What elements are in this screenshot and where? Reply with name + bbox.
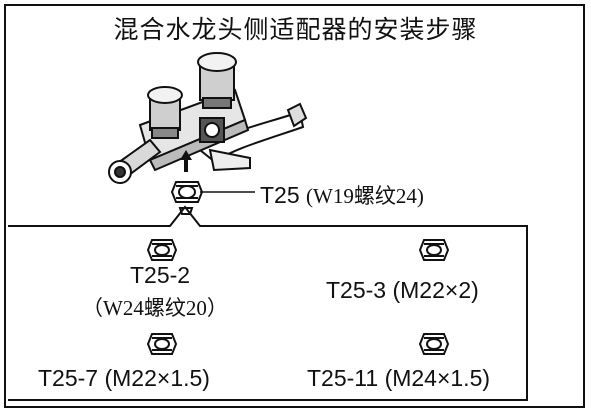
main-part-code: T25 xyxy=(260,182,300,208)
option-spec-t25-11: (M24×1.5) xyxy=(384,365,491,391)
option-spec-t25-2: （W24螺纹20） xyxy=(82,296,228,320)
option-code-t25-11: T25-11 xyxy=(307,365,379,391)
main-part-spec: (W19螺纹24) xyxy=(306,184,424,208)
diagram-title: 混合水龙头侧适配器的安装步骤 xyxy=(113,15,478,44)
faucet-right-handle xyxy=(197,52,237,109)
nut-icon-t25-2 xyxy=(146,239,178,261)
nut-icon-t25 xyxy=(170,181,204,215)
faucet-left-connector xyxy=(108,138,162,184)
main-part-label: T25 (W19螺纹24) xyxy=(260,180,424,210)
nut-icon-t25-3 xyxy=(418,239,450,261)
option-code-t25-7: T25-7 xyxy=(38,365,99,391)
option-label-t25-11: T25-11 (M24×1.5) xyxy=(307,365,490,392)
insert-arrow-icon xyxy=(180,150,192,172)
options-box xyxy=(8,205,528,401)
option-label-t25-7: T25-7 (M22×1.5) xyxy=(38,365,210,392)
option-code-t25-3: T25-3 xyxy=(326,277,387,303)
faucet-right-valve xyxy=(199,117,225,143)
outer-frame xyxy=(4,4,585,408)
faucet-left-handle xyxy=(147,86,183,139)
option-spec-t25-3: (M22×2) xyxy=(392,277,479,303)
option-spec-t25-7: (M22×1.5) xyxy=(104,365,210,391)
option-code-t25-2: T25-2 xyxy=(130,262,191,288)
option-label-t25-3: T25-3 (M22×2) xyxy=(326,277,479,304)
nut-icon-t25-11 xyxy=(418,333,450,355)
nut-icon-t25-7 xyxy=(146,333,178,355)
